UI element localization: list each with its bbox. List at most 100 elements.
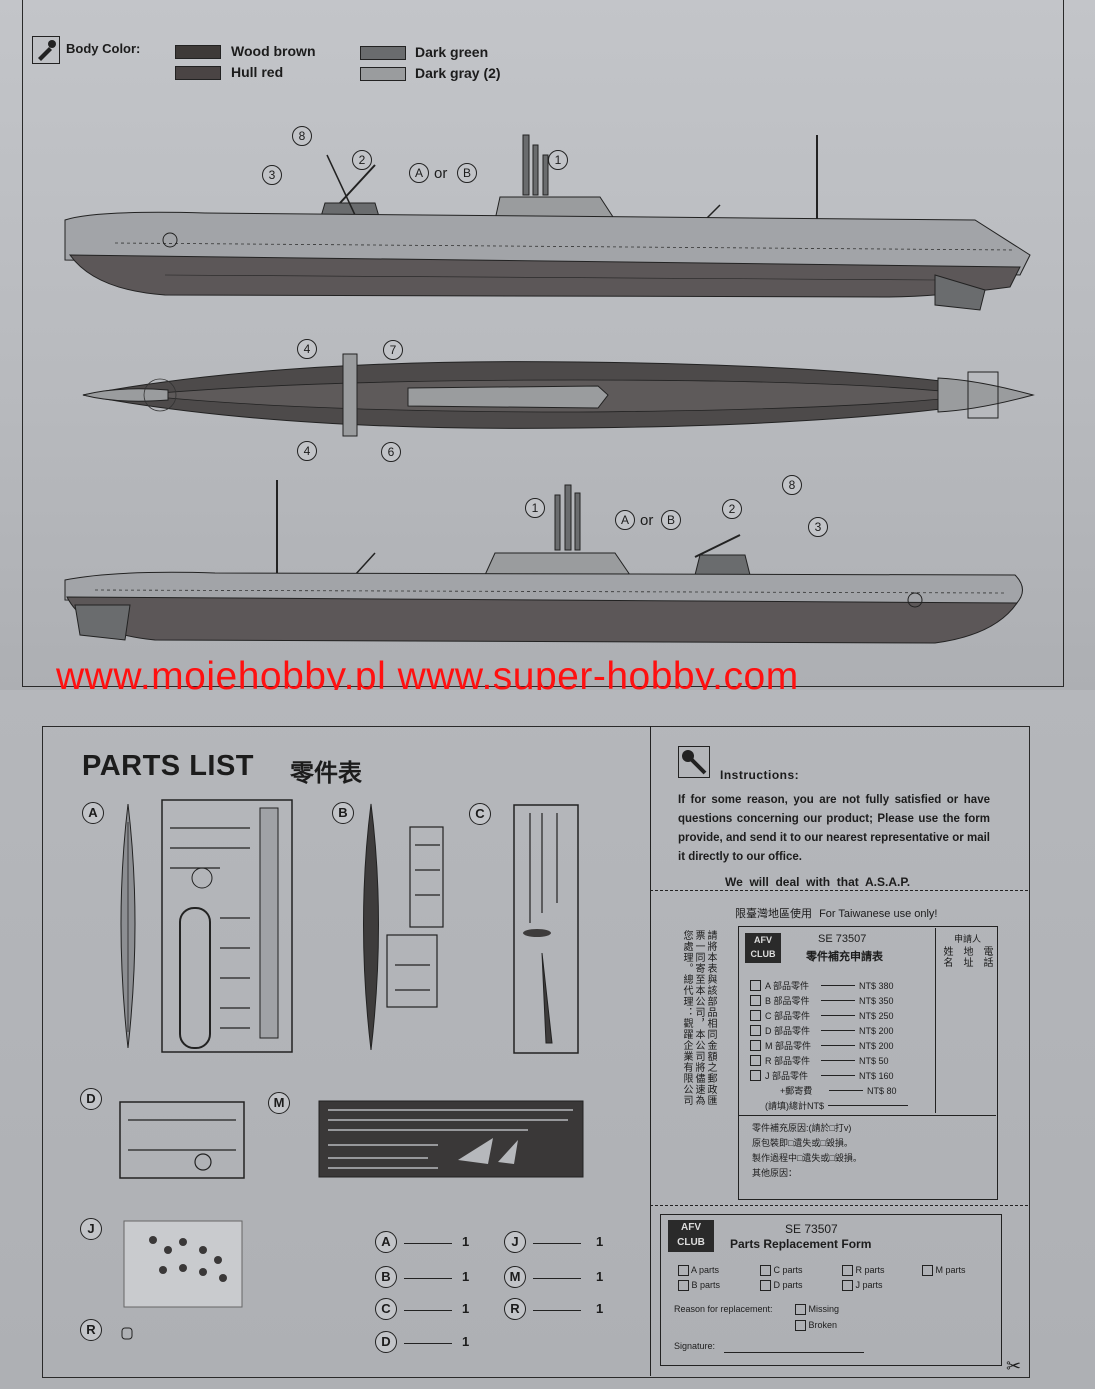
taiwan-form-code: SE 73507	[818, 933, 867, 945]
price-row-j-checkbox[interactable]	[750, 1070, 761, 1081]
price-row-m[interactable]: M 部品零件 NT$ 200	[750, 1038, 930, 1053]
total-label: (請填)總計NT$	[765, 1101, 824, 1111]
price-row-j[interactable]: J 部品零件 NT$ 160	[750, 1068, 930, 1083]
price-row-r-label: R 部品零件	[765, 1056, 811, 1066]
option-j[interactable]: J parts	[842, 1280, 883, 1292]
instructions-body: If for some reason, you are not fully sa…	[678, 794, 990, 863]
cut-line-upper	[650, 890, 1028, 891]
cut-line-lower	[650, 1205, 1028, 1206]
parts-list-sheet: PARTS LIST 零件表 A B C D M	[0, 690, 1095, 1389]
qty-a-label: A	[375, 1231, 397, 1253]
qty-m-label: M	[504, 1266, 526, 1288]
price-row-a-checkbox[interactable]	[750, 980, 761, 991]
price-row-a-label: A 部品零件	[765, 981, 810, 991]
taiwan-reason-other[interactable]: 其他原因：	[752, 1168, 798, 1178]
qty-d-value: 1	[462, 1334, 470, 1349]
sprue-r-label: R	[80, 1319, 102, 1341]
taiwan-reason-assembly[interactable]: 製作過程中□遺失或□毀損。	[752, 1153, 862, 1163]
callout-A-top: A	[409, 163, 429, 183]
sprue-c-label: C	[469, 803, 491, 825]
callout-2-bottom: 2	[722, 499, 742, 519]
taiwan-form-box	[738, 926, 998, 1200]
scissors-icon: ✂	[1006, 1356, 1022, 1376]
total-row: (請填)總計NT$	[750, 1098, 930, 1113]
wood-brown-swatch	[175, 45, 221, 59]
reason-label: Reason for replacement:	[674, 1304, 773, 1314]
price-row-a[interactable]: A 部品零件 NT$ 380	[750, 978, 930, 993]
price-row-r-checkbox[interactable]	[750, 1055, 761, 1066]
callout-3-top: 3	[262, 165, 282, 185]
submarine-side-view-starboard	[64, 480, 1023, 644]
sprue-a-hull-part	[120, 803, 136, 1049]
taiwan-side-note: 請將本表與該部品相同金額之郵政匯票一同寄至本公司，本公司將儘速為您處理。總代理：…	[681, 930, 716, 1106]
option-d[interactable]: D parts	[760, 1280, 803, 1292]
option-a[interactable]: A parts	[678, 1265, 719, 1277]
callout-or-top: or	[434, 165, 448, 182]
photo-etch-fret	[318, 1100, 584, 1178]
pen-icon	[678, 746, 710, 778]
paint-brush-icon	[32, 36, 60, 64]
sprue-r-part	[121, 1327, 133, 1340]
price-row-b-checkbox[interactable]	[750, 995, 761, 1006]
taiwan-reason-package[interactable]: 原包裝即□遺失或□毀損。	[752, 1138, 853, 1148]
qty-b-label: B	[375, 1266, 397, 1288]
price-row-d-label: D 部品零件	[765, 1026, 811, 1036]
price-row-m-price: NT$ 200	[859, 1040, 894, 1051]
sprue-m-label: M	[268, 1092, 290, 1114]
option-r[interactable]: R parts	[842, 1265, 885, 1277]
instructions-closing: We will deal with that A.S.A.P.	[725, 875, 911, 889]
callout-1-bottom: 1	[525, 498, 545, 518]
reason-broken[interactable]: Broken	[795, 1320, 837, 1332]
painting-guide-sheet: Body Color: Wood brown Hull red Dark gre…	[0, 0, 1095, 690]
signature-line[interactable]	[724, 1352, 864, 1353]
callout-3-bottom: 3	[808, 517, 828, 537]
dark-green-label: Dark green	[415, 44, 489, 60]
sprue-a-frame	[161, 799, 293, 1053]
applicant-column: 申請人 姓名 地址 電話	[935, 928, 997, 1113]
qty-d-label: D	[375, 1331, 397, 1353]
callout-4-lower: 4	[297, 441, 317, 461]
option-c[interactable]: C parts	[760, 1265, 803, 1277]
dark-gray-swatch	[360, 67, 406, 81]
price-row-m-checkbox[interactable]	[750, 1040, 761, 1051]
wood-brown-label: Wood brown	[231, 43, 316, 59]
panel-divider	[650, 726, 652, 1376]
qty-r-value: 1	[596, 1301, 604, 1316]
hull-red-label: Hull red	[231, 64, 284, 80]
sprue-b-deck-part	[363, 803, 379, 1051]
qty-c-line	[404, 1310, 452, 1311]
callout-8-top: 8	[292, 126, 312, 146]
price-row-j-price: NT$ 160	[859, 1070, 894, 1081]
taiwan-reason-title: 零件補充原因:(請於□打v)	[752, 1123, 852, 1133]
decal-sheet	[123, 1220, 243, 1308]
callout-B-bottom: B	[661, 510, 681, 530]
qty-b-line	[404, 1278, 452, 1279]
option-m[interactable]: M parts	[922, 1265, 966, 1277]
option-b[interactable]: B parts	[678, 1280, 720, 1292]
reason-missing[interactable]: Missing	[795, 1304, 839, 1316]
replacement-form-title: Parts Replacement Form	[730, 1237, 872, 1251]
price-row-j-label: J 部品零件	[765, 1071, 809, 1081]
taiwan-header-cjk: 限臺灣地區使用	[735, 908, 812, 920]
callout-8-bottom: 8	[782, 475, 802, 495]
price-row-a-price: NT$ 380	[859, 980, 894, 991]
qty-r-line	[533, 1310, 581, 1311]
submarine-top-view	[82, 353, 1035, 437]
parts-list-title: PARTS LIST	[82, 750, 255, 782]
price-row-d-checkbox[interactable]	[750, 1025, 761, 1036]
replacement-form-code: SE 73507	[785, 1222, 838, 1236]
dark-gray-label: Dark gray (2)	[415, 65, 501, 81]
applicant-label: 申請人	[954, 934, 982, 944]
body-color-label: Body Color:	[66, 41, 141, 56]
qty-j-label: J	[504, 1231, 526, 1253]
price-row-m-label: M 部品零件	[765, 1041, 811, 1051]
taiwan-form-title: 零件補充申請表	[806, 951, 883, 963]
price-row-c-price: NT$ 250	[859, 1010, 894, 1021]
price-row-c-checkbox[interactable]	[750, 1010, 761, 1021]
taiwan-form-separator	[738, 1115, 996, 1116]
